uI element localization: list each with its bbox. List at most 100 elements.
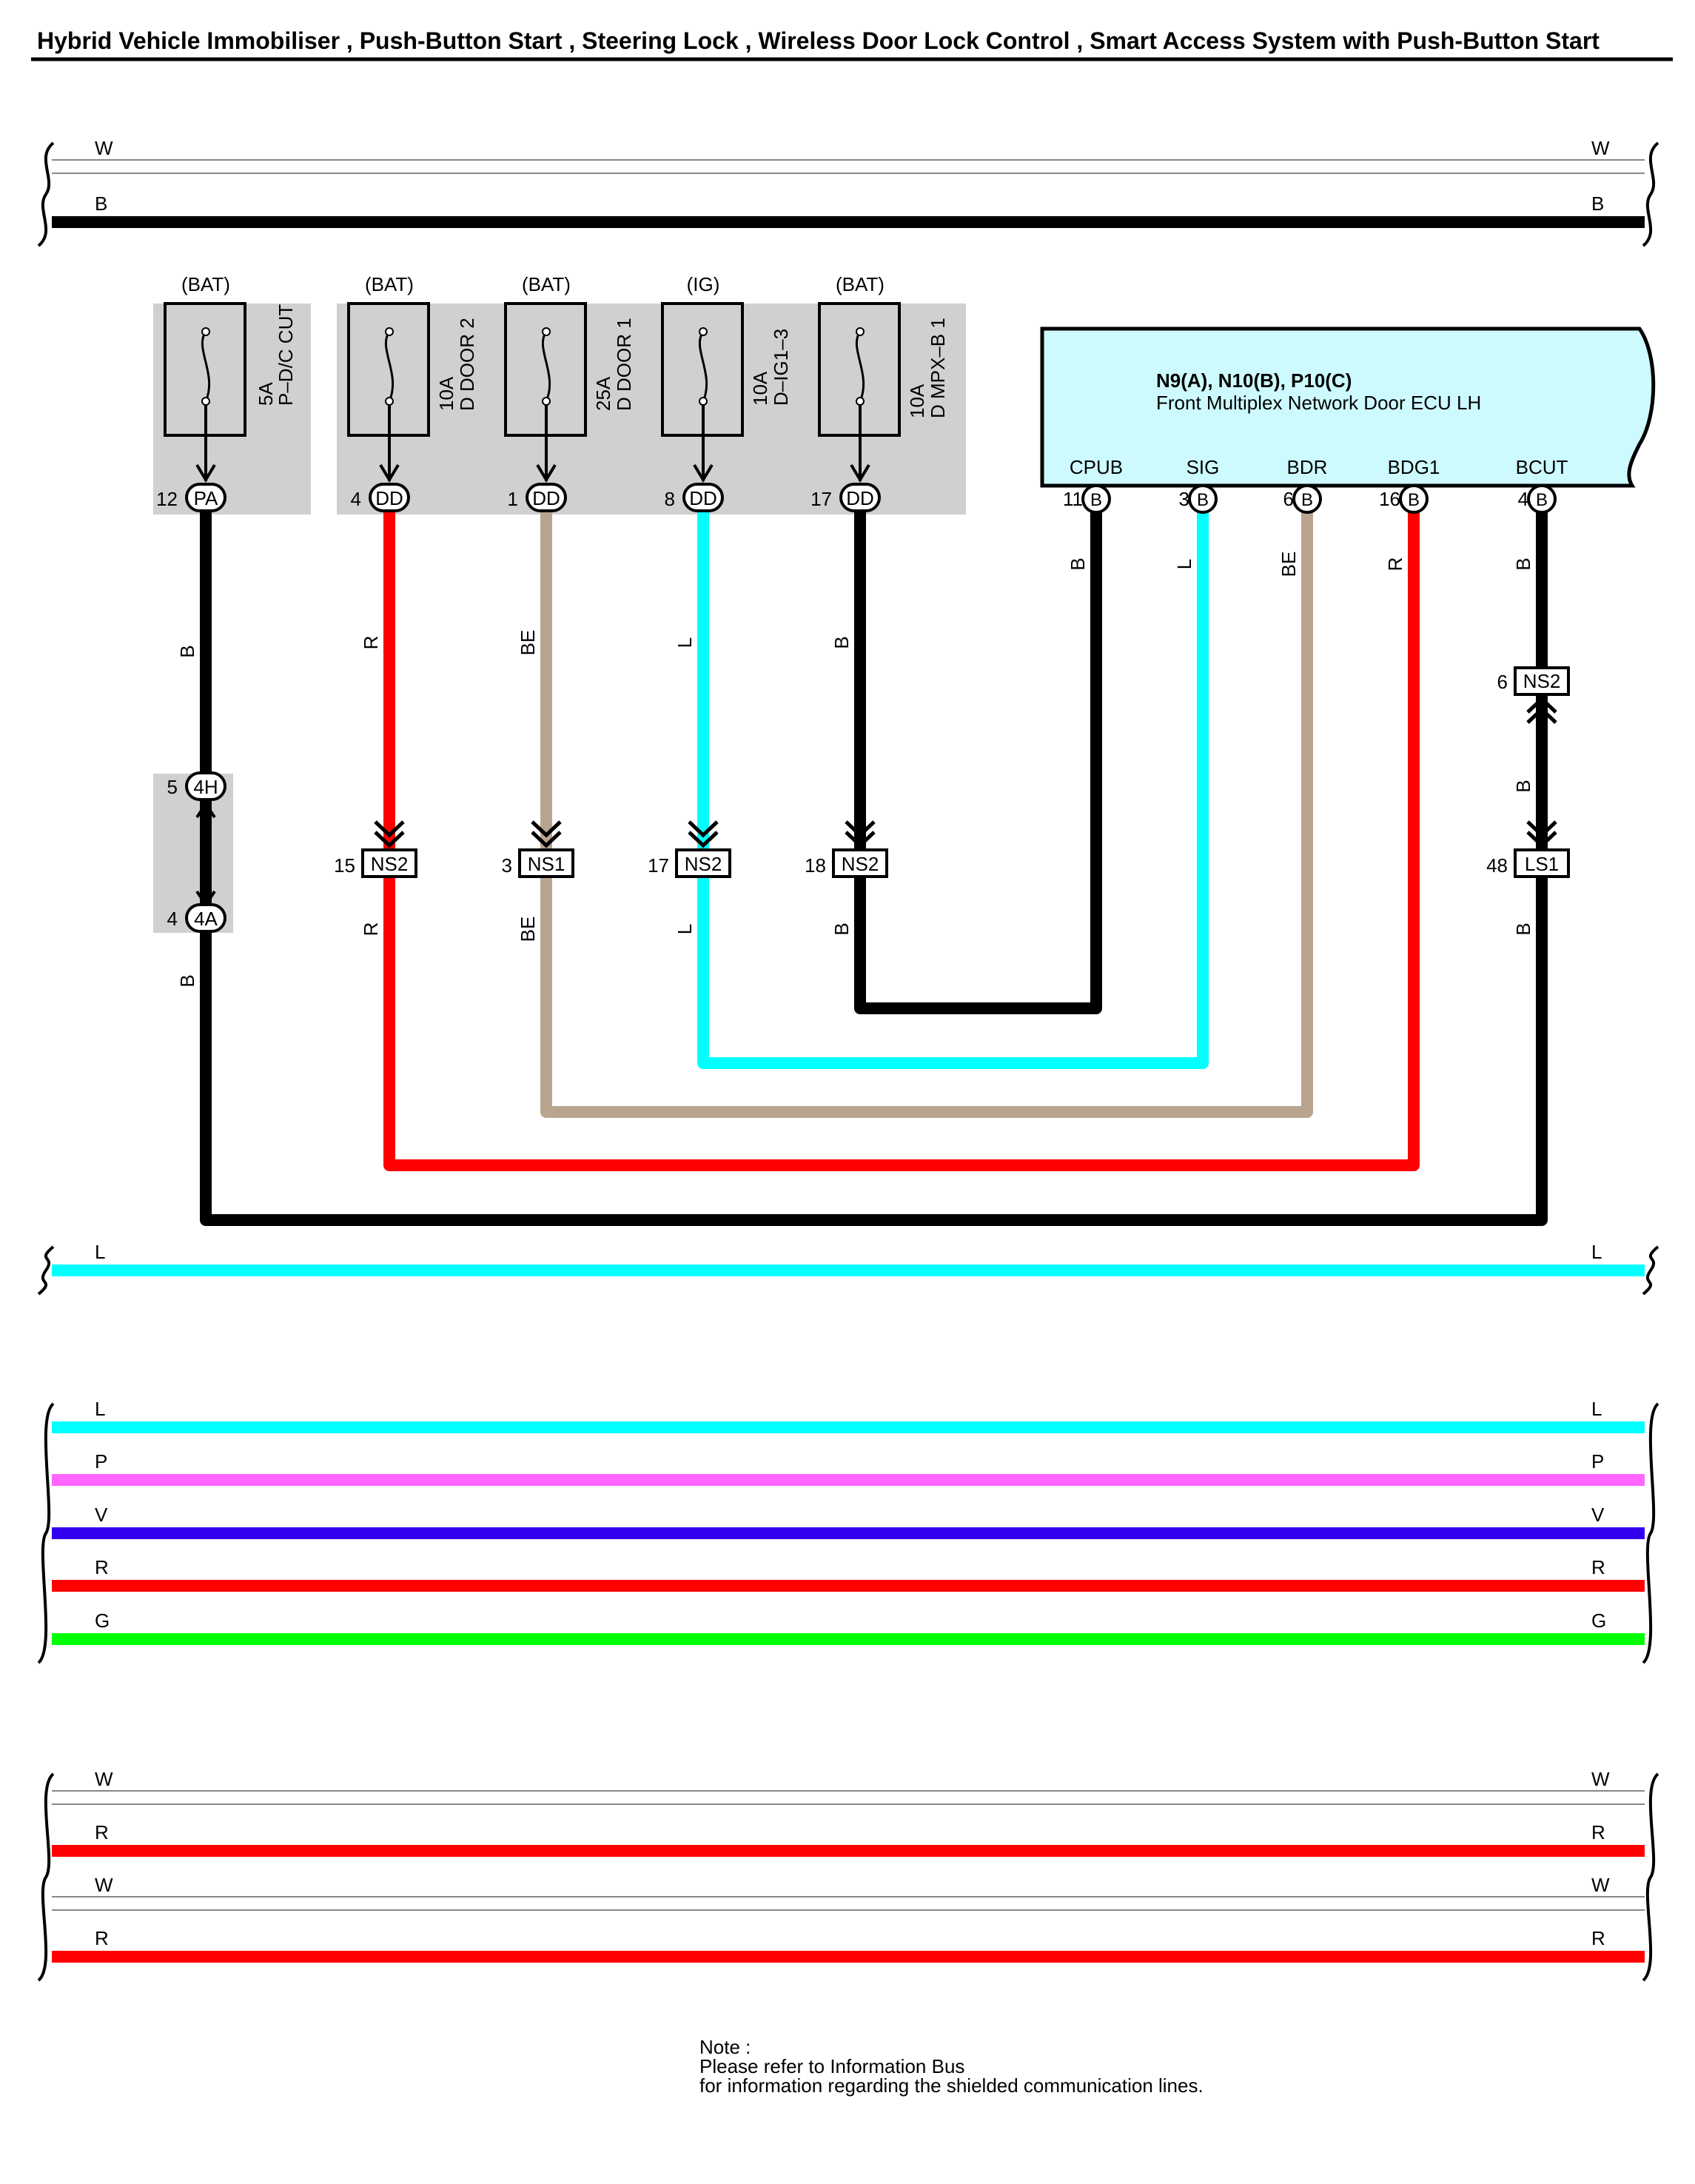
ecu-box — [1040, 326, 1656, 488]
connector-label: B — [1408, 490, 1420, 510]
fuse-name: P–D/C CUT — [275, 304, 297, 406]
pin-number: 4 — [1518, 488, 1528, 510]
connector-ls1 — [1514, 848, 1570, 878]
connector-label: NS2 — [685, 853, 722, 875]
bus-wire-label: R — [95, 1927, 109, 1949]
connector-label: NS1 — [528, 853, 565, 875]
connector-label: B — [1301, 490, 1313, 510]
connector-label: NS2 — [371, 853, 409, 875]
fuse-amp: 25A — [592, 376, 614, 411]
fuse-name: D MPX–B 1 — [927, 318, 949, 418]
ecu-terminal-label: BCUT — [1516, 456, 1568, 478]
bus-wire-label: W — [1591, 1874, 1610, 1896]
connector-4a — [185, 903, 226, 933]
bus-wire-label: W — [95, 1874, 113, 1896]
fuse-name: D DOOR 1 — [613, 318, 635, 411]
wire-break-icon — [1642, 1772, 1659, 1982]
fuse-amp: 10A — [435, 376, 457, 411]
double-chevron-icon — [688, 820, 719, 848]
connector-dd — [682, 483, 724, 512]
wire-break-icon — [37, 1245, 55, 1296]
connector-ns1 — [518, 848, 574, 878]
pin-number: 15 — [334, 854, 355, 877]
bus-wire-label: R — [1591, 1821, 1605, 1843]
connector-label: PA — [194, 487, 218, 509]
wire-letter: B — [1512, 922, 1534, 935]
wire-b-dd-cpub — [854, 511, 1102, 1014]
wire-letter: B — [1512, 557, 1534, 570]
bus-wire-label: V — [1591, 1504, 1605, 1526]
note-line: Please refer to Information Bus — [699, 2055, 964, 2077]
connector-label: DD — [375, 487, 403, 509]
wire-letter: B — [176, 974, 198, 987]
connector-ns2 — [361, 848, 417, 878]
fuse-amp: 5A — [255, 382, 277, 406]
pin-number: 11 — [1063, 488, 1083, 510]
fuse-box-pdc — [153, 304, 311, 515]
ecu-block: N9(A), N10(B), P10(C) Front Multiplex Ne… — [1040, 326, 1656, 514]
arrow-down-icon — [379, 463, 400, 483]
connector-pa — [185, 483, 226, 512]
wire-letter: B — [1067, 557, 1089, 570]
pin-number: 1 — [508, 488, 518, 510]
note-heading: Note : — [699, 2036, 751, 2058]
fuse-d-mpx-b-1: (BAT) 10A D MPX–B 1 17 DD — [810, 273, 949, 512]
inline-connectors: 15 NS2 3 NS1 17 NS2 18 NS2 6 NS2 48 LS1 — [334, 666, 1570, 878]
note-block: Note : Please refer to Information Bus f… — [699, 2036, 1204, 2097]
connector-dd — [526, 483, 567, 512]
connector-label: DD — [846, 487, 874, 509]
fuse-box-main — [337, 304, 966, 515]
arrow-down-icon — [850, 463, 870, 483]
fuse-name: D DOOR 2 — [456, 318, 478, 411]
fuse-d-ig1-3: (IG) 10A D–IG1–3 8 DD — [661, 273, 792, 512]
power-source-label: (BAT) — [836, 273, 885, 295]
ecu-connector-b — [1292, 484, 1322, 514]
double-chevron-icon — [845, 820, 876, 848]
wire-letter: BE — [517, 917, 539, 942]
bus-wire-label: R — [95, 1821, 109, 1843]
fuse-symbol-icon — [698, 331, 708, 402]
bus-wire-label: R — [1591, 1556, 1605, 1578]
ecu-name: Front Multiplex Network Door ECU LH — [1156, 392, 1481, 414]
pin-number: 8 — [665, 488, 675, 510]
pin-number: 16 — [1379, 488, 1400, 510]
connector-dd — [839, 483, 881, 512]
wire-letter: R — [360, 922, 382, 937]
wire-break-icon — [37, 1402, 55, 1664]
wire-letter: BE — [517, 630, 539, 656]
connector-label: B — [1197, 490, 1209, 510]
fuse-pdc-cut: (BAT) 5A P–D/C CUT 12 PA — [156, 273, 297, 512]
ecu-terminal-label: CPUB — [1070, 456, 1123, 478]
pin-number: 48 — [1486, 854, 1508, 877]
ecu-terminal-label: SIG — [1186, 456, 1220, 478]
connector-ns2 — [1514, 666, 1570, 696]
arrow-up-icon — [195, 801, 216, 819]
wire-r-dd-bdg1 — [383, 511, 1420, 1171]
pin-number: 17 — [810, 488, 832, 510]
power-source-label: (BAT) — [365, 273, 414, 295]
connector-4h — [185, 771, 226, 801]
wire-break-icon — [1642, 1245, 1659, 1296]
arrow-down-icon — [693, 463, 714, 483]
fuse-symbol-icon — [201, 331, 211, 402]
connector-label: 4A — [194, 908, 218, 930]
wire-be-dd-bdr — [540, 511, 1313, 1118]
connector-label: NS2 — [1523, 670, 1561, 692]
pin-number: 6 — [1497, 671, 1508, 693]
ecu-terminal-label: BDR — [1287, 456, 1328, 478]
fuse-symbol-icon — [541, 331, 551, 402]
connector-dd — [369, 483, 410, 512]
arrow-down-icon — [195, 463, 216, 483]
fuse-amp: 10A — [749, 371, 771, 406]
connector-label: LS1 — [1525, 853, 1559, 875]
pin-number: 4 — [167, 908, 178, 930]
power-source-label: (BAT) — [181, 273, 230, 295]
power-source-label: (BAT) — [522, 273, 571, 295]
connector-label: NS2 — [842, 853, 879, 875]
bus-wire-label: B — [1591, 192, 1604, 215]
bus-wire-label: B — [95, 192, 107, 215]
wire-letter: B — [176, 645, 198, 657]
power-source-label: (IG) — [687, 273, 720, 295]
bus-wire-label: W — [95, 137, 113, 159]
fuse-name: D–IG1–3 — [770, 329, 792, 406]
